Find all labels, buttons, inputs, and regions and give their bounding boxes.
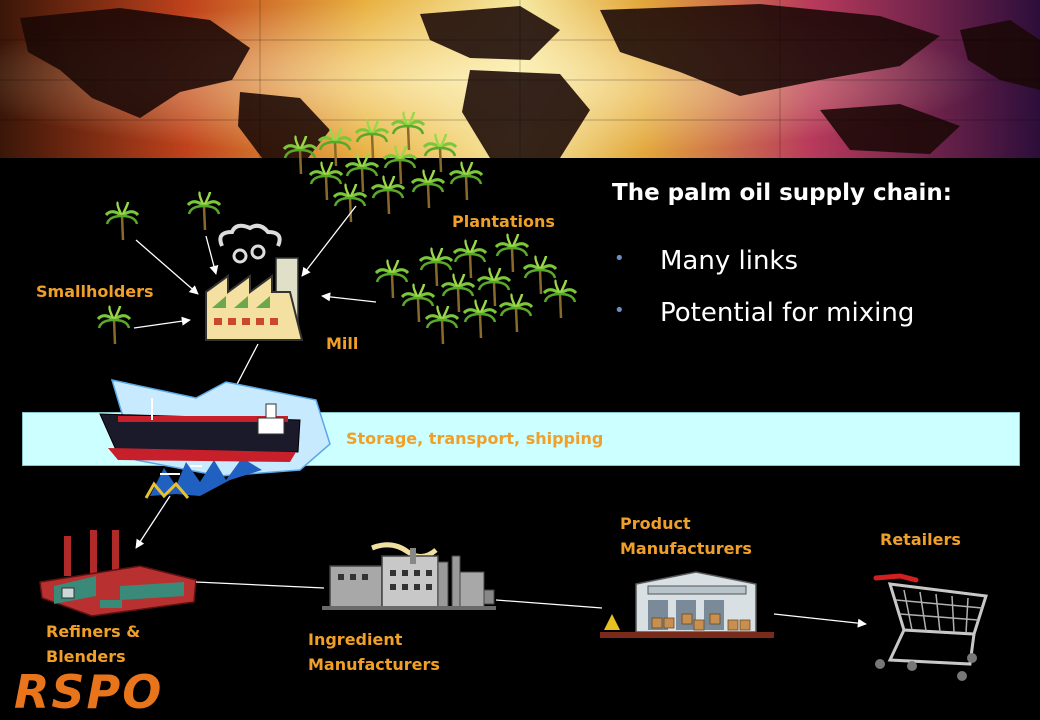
bullet-text: Many links [660,246,799,276]
slide-title: The palm oil supply chain: [612,180,952,206]
bullet-dot-icon: • [614,248,625,269]
refinery-icon [39,530,197,617]
smallholders-label: Smallholders [36,282,154,301]
ingredient-label: Ingredient Manufacturers [308,628,440,678]
ingredient-factory-icon [322,542,496,610]
shopping-cart-icon [873,573,988,681]
plantation-palms-right [374,232,578,346]
product-label-line1: Product [620,514,691,533]
refiners-label: Refiners & Blenders [46,620,140,670]
ship-to-refinery-arrow [135,495,171,549]
warehouse-icon [600,571,774,638]
bullet-text: Potential for mixing [660,298,915,328]
plantations-label: Plantations [452,212,555,231]
mill-label: Mill [326,334,359,353]
ingredient-label-line1: Ingredient [308,630,403,649]
tanker-ship-icon [99,379,331,499]
input-arrows [133,205,377,329]
plantation-palms-top [282,110,484,224]
product-label: Product Manufacturers [620,512,752,562]
rspo-logo: RSPO [14,665,164,719]
mill-to-ship-connector [233,343,259,391]
bullet-dot-icon: • [614,300,625,321]
retailers-label: Retailers [880,530,961,549]
storage-label: Storage, transport, shipping [346,429,604,448]
bullet-item: • Many links [612,246,914,298]
ingredient-label-line2: Manufacturers [308,654,440,674]
smallholder-palms [96,190,222,346]
chain-connectors [195,581,867,628]
refiners-label-line2: Blenders [46,646,126,666]
product-label-line2: Manufacturers [620,538,752,558]
mill-factory-icon [205,223,304,341]
world-map-banner [0,0,1040,158]
bullet-item: • Potential for mixing [612,298,914,350]
bullet-list: • Many links • Potential for mixing [612,246,914,350]
refiners-label-line1: Refiners & [46,622,141,641]
